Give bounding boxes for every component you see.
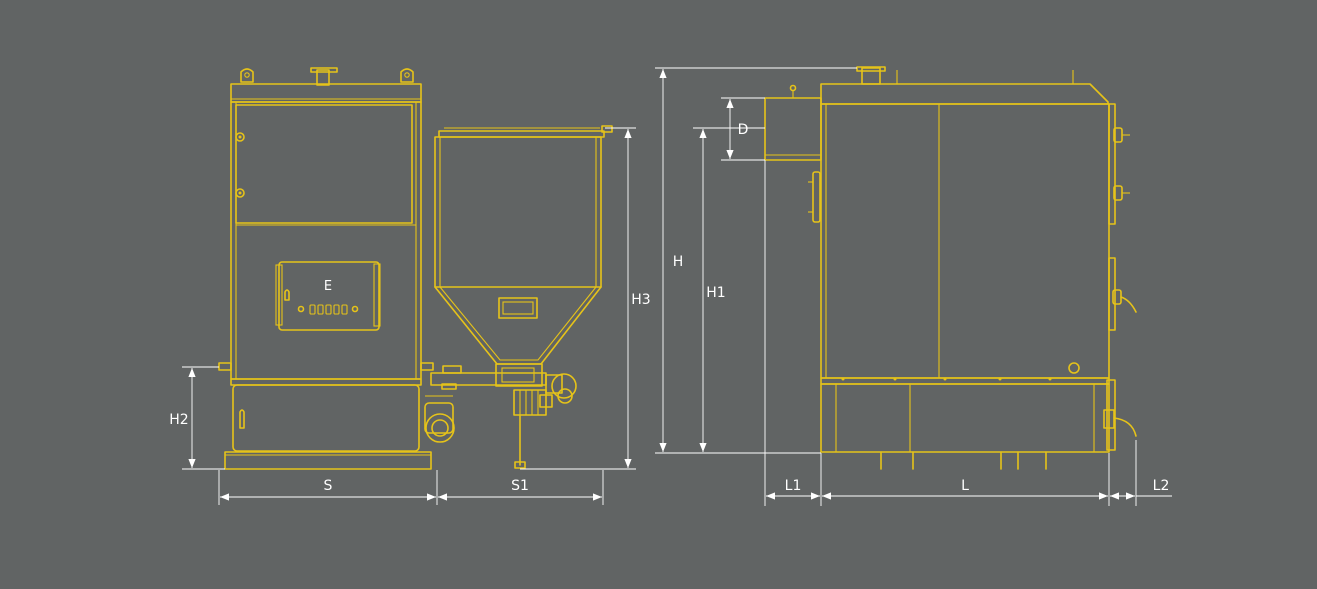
front-view: E H2 S S1 H3 (169, 67, 651, 505)
dimension-d: D (721, 97, 765, 161)
boiler-side-body (764, 66, 1137, 470)
dimension-h: H (655, 67, 857, 454)
dimension-h1-label: H1 (706, 285, 725, 301)
dimension-l2-label: L2 (1153, 478, 1170, 494)
door-label-e: E (324, 279, 332, 294)
dimension-s1-label: S1 (511, 478, 529, 494)
dimension-h2-label: H2 (169, 412, 188, 428)
dimension-h1: H1 (693, 127, 765, 452)
dimension-h2: H2 (169, 366, 225, 470)
dimension-s1: S1 (438, 470, 604, 505)
pellet-feeder (424, 363, 577, 469)
boiler-front-body (218, 67, 434, 470)
dimension-s: S (218, 470, 438, 505)
dimension-l1: L1 (764, 160, 822, 506)
dimension-l1-label: L1 (785, 478, 802, 494)
dimension-h-label: H (673, 254, 684, 270)
dimension-h3-label: H3 (631, 292, 650, 308)
dimension-l: L (822, 453, 1110, 506)
side-view: H H1 D L1 L (655, 66, 1172, 506)
dimension-d-label: D (738, 122, 749, 138)
dimension-s-label: S (324, 478, 333, 494)
dimension-l-label: L (961, 478, 969, 494)
fuel-hopper (434, 125, 613, 365)
dimension-l2: L2 (1110, 440, 1172, 506)
dimension-h3: H3 (520, 127, 651, 470)
